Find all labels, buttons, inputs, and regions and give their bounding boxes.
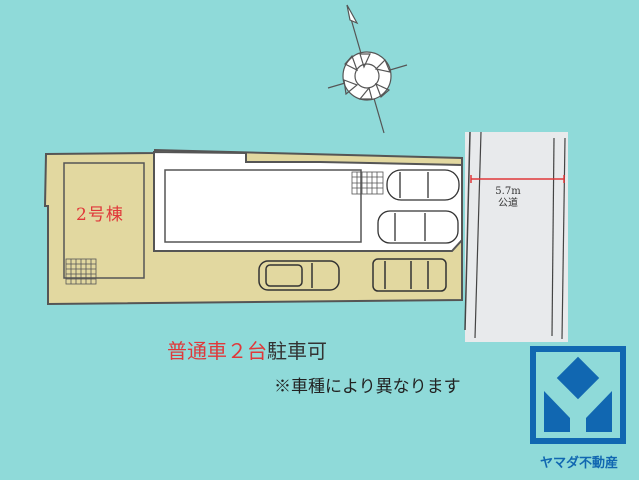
road-type: 公道: [498, 198, 518, 209]
car-icon: [258, 260, 340, 291]
road-width: 5.7m: [495, 186, 521, 197]
car-icon: [386, 169, 460, 201]
parking-allowed: 駐車可: [267, 339, 327, 363]
parking-count: 普通車２台: [167, 339, 267, 363]
building-unit-1: [164, 169, 362, 243]
compass-icon: [327, 4, 408, 134]
public-road: [464, 131, 568, 342]
grid-pad-unit-2: [65, 258, 97, 285]
grid-pad-unit-1: [351, 171, 384, 195]
disclaimer-note: ※車種により異なります: [274, 377, 461, 397]
unit-label: 2号棟: [76, 205, 124, 225]
company-logo-icon: [530, 346, 626, 444]
road-label: 5.7m 公道: [488, 186, 528, 210]
car-icon: [377, 210, 459, 244]
parking-note: 普通車２台駐車可: [167, 335, 327, 364]
car-icon: [372, 258, 447, 292]
brand-name: ヤマダ不動産: [539, 456, 618, 471]
